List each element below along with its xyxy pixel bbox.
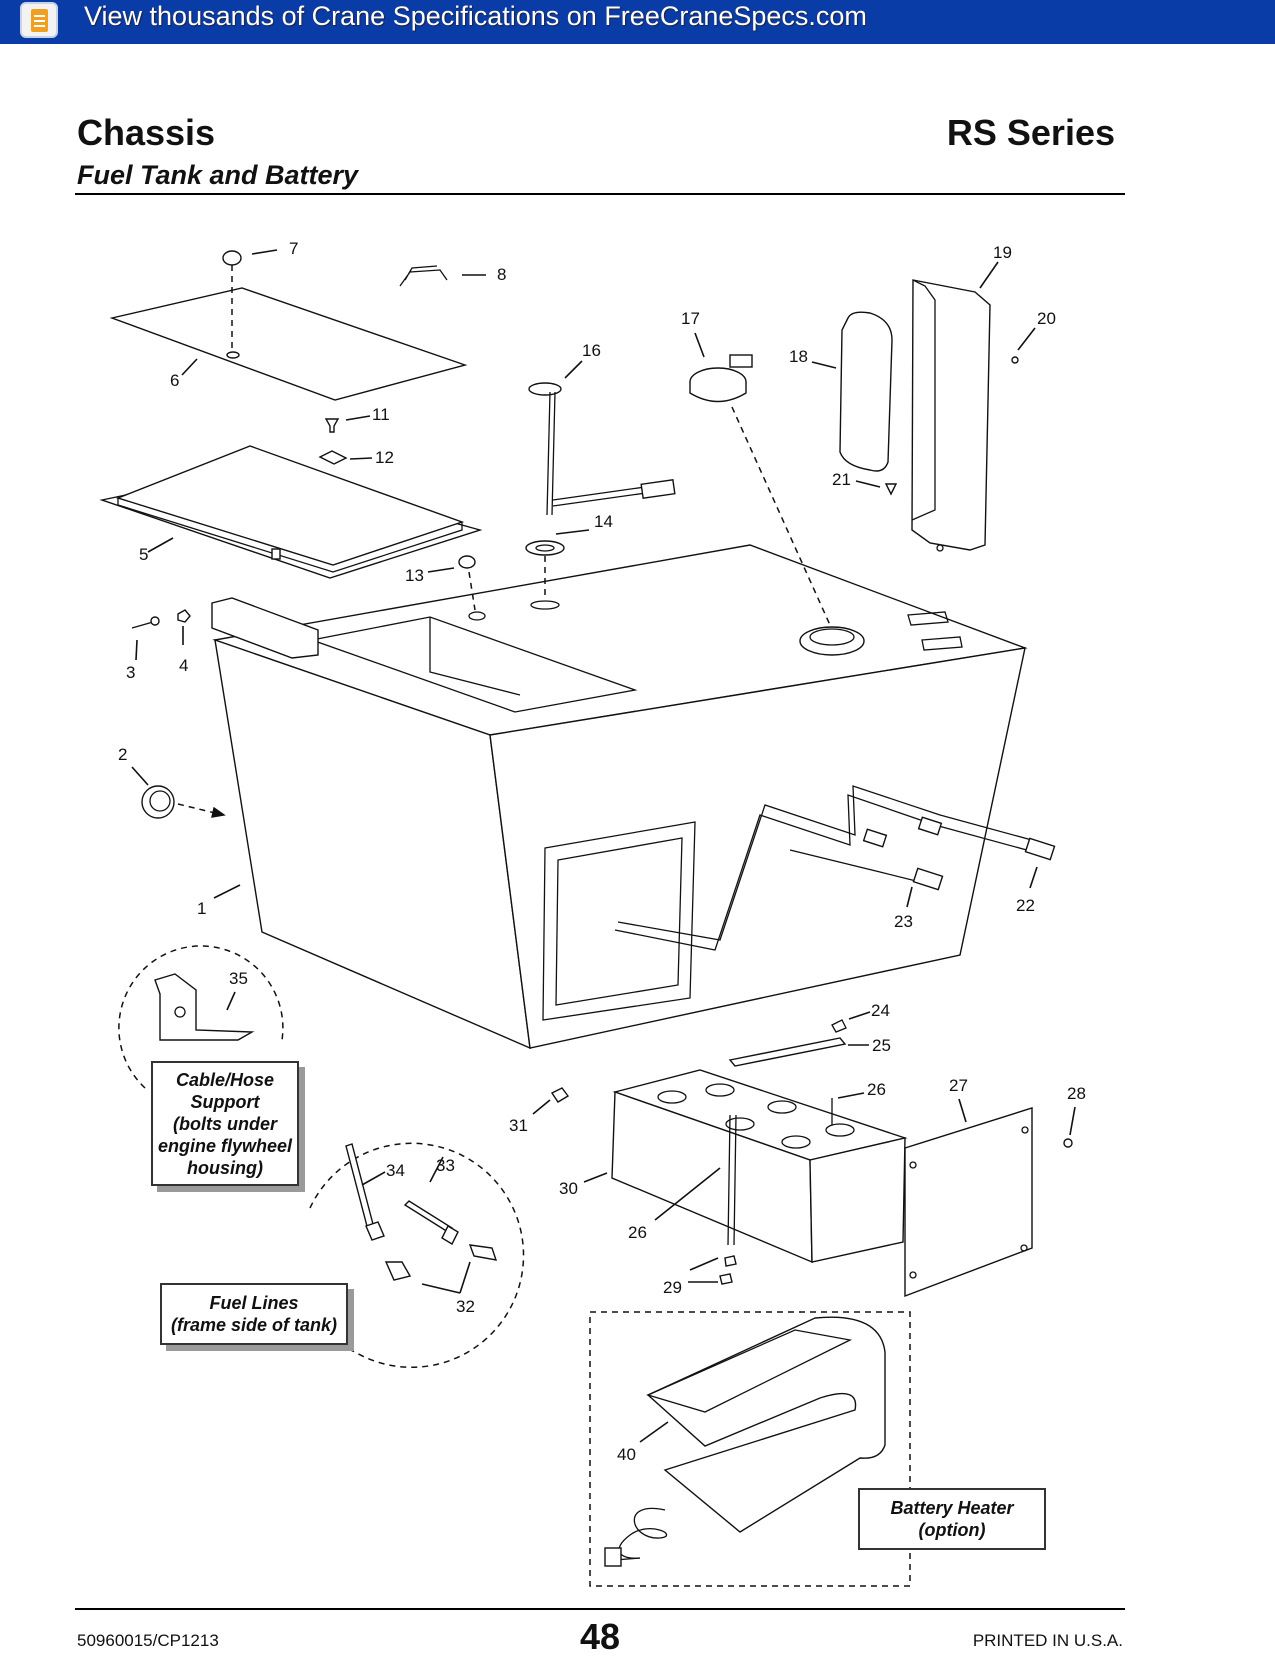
part-label-17: 17 xyxy=(681,309,700,328)
series-title: RS Series xyxy=(946,112,1115,153)
leader-lines xyxy=(131,249,1076,1443)
part-label-19: 19 xyxy=(993,243,1012,262)
fuel-cap xyxy=(689,354,831,626)
part-label-1: 1 xyxy=(197,899,206,918)
part-label-27: 27 xyxy=(949,1076,968,1095)
part-label-20: 20 xyxy=(1037,309,1056,328)
part-label-16: 16 xyxy=(582,341,601,360)
part-label-34: 34 xyxy=(386,1161,405,1180)
fuel-tank xyxy=(211,544,1056,1050)
part-label-40: 40 xyxy=(617,1445,636,1464)
part-label-2: 2 xyxy=(118,745,127,764)
part-label-8: 8 xyxy=(497,265,506,284)
battery-cover-panel xyxy=(839,279,1019,552)
tank-fasteners xyxy=(131,555,486,819)
document-icon xyxy=(20,2,58,38)
part-label-24: 24 xyxy=(871,1001,890,1020)
part-label-21: 21 xyxy=(832,470,851,489)
part-label-3: 3 xyxy=(126,663,135,682)
footer-divider xyxy=(75,1608,1125,1610)
battery-assembly xyxy=(550,1019,1073,1298)
printed-notice: PRINTED IN U.S.A. xyxy=(972,1631,1123,1650)
part-label-30: 30 xyxy=(559,1179,578,1198)
part-numbers: 1 2 3 4 5 6 7 8 11 12 13 14 16 17 18 19 … xyxy=(118,239,1086,1464)
part-label-11: 11 xyxy=(372,405,390,424)
callout-cable-hose-support: Cable/Hose Support (bolts under engine f… xyxy=(151,1061,299,1186)
part-label-6: 6 xyxy=(170,371,179,390)
part-label-12: 12 xyxy=(375,448,394,467)
part-label-32: 32 xyxy=(456,1297,475,1316)
battery-heater-detail xyxy=(589,1311,911,1587)
page-subtitle: Fuel Tank and Battery xyxy=(77,160,359,190)
part-label-31: 31 xyxy=(509,1116,528,1135)
banner-link-text[interactable]: View thousands of Crane Specifications o… xyxy=(84,1,867,31)
fuel-lines-detail xyxy=(309,1142,525,1369)
part-label-26-lower: 26 xyxy=(628,1223,647,1242)
part-label-26-upper: 26 xyxy=(867,1080,886,1099)
callout-fuel-lines: Fuel Lines (frame side of tank) xyxy=(160,1283,348,1345)
part-label-25: 25 xyxy=(872,1036,891,1055)
part-label-13: 13 xyxy=(405,566,424,585)
part-label-5: 5 xyxy=(139,545,148,564)
part-label-18: 18 xyxy=(789,347,808,366)
battery-box xyxy=(99,445,483,579)
part-label-7: 7 xyxy=(289,239,298,258)
page-number: 48 xyxy=(580,1616,621,1657)
fuel-sender xyxy=(525,382,676,610)
part-label-22: 22 xyxy=(1016,896,1035,915)
header-divider xyxy=(75,193,1125,195)
page-title: Chassis xyxy=(77,112,216,153)
part-label-28: 28 xyxy=(1067,1084,1086,1103)
part-label-14: 14 xyxy=(594,512,613,531)
part-label-23: 23 xyxy=(894,912,913,931)
part-label-29: 29 xyxy=(663,1278,682,1297)
document-number: 50960015/CP1213 xyxy=(77,1631,219,1650)
top-banner[interactable]: View thousands of Crane Specifications o… xyxy=(0,0,1275,44)
part-label-4: 4 xyxy=(179,656,188,675)
battery-box-cover xyxy=(109,250,468,465)
cable-hose-support-detail xyxy=(118,945,284,1089)
part-label-33: 33 xyxy=(436,1156,455,1175)
callout-battery-heater: Battery Heater (option) xyxy=(858,1488,1046,1550)
part-label-35: 35 xyxy=(229,969,248,988)
